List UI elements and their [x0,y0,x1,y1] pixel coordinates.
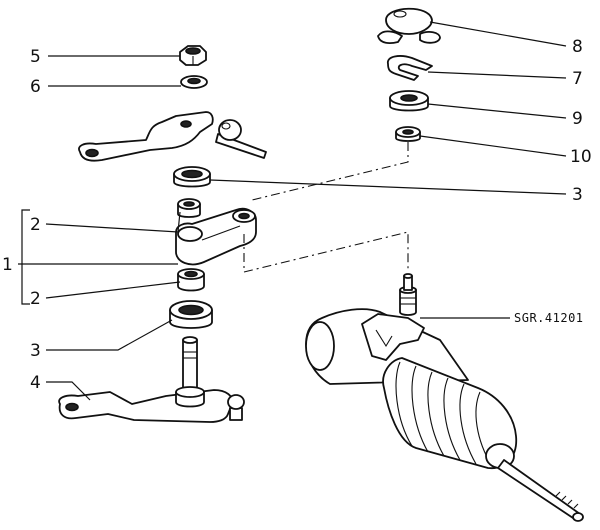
callout-2-upper: 2 [30,215,41,235]
callout-labels: 5 6 2 1 2 3 4 8 7 9 10 3 SGR.41201 [2,37,592,393]
callout-7: 7 [572,69,583,89]
callout-3-lower: 3 [30,341,41,361]
upper-shift-lever [78,111,267,162]
part-8-knob [377,7,441,44]
reference-code: SGR.41201 [514,311,584,325]
callout-4: 4 [30,373,41,393]
callout-10: 10 [570,147,592,167]
part-3-lower-bushing [169,300,213,329]
part-6-washer [180,75,208,89]
part-3-upper-bushing [173,166,211,188]
part-5-hex-nut [179,45,207,66]
callout-3-upper: 3 [572,185,583,205]
part-1-link-arm [175,207,257,266]
callout-5: 5 [30,47,41,67]
callout-1: 1 [2,255,13,275]
callout-2-lower: 2 [30,289,41,309]
leader-lines [18,21,567,401]
part-4-lower-bracket [58,336,245,423]
callout-6: 6 [30,77,41,97]
callout-9: 9 [572,109,583,129]
part-9-washer [389,90,429,112]
callout-8: 8 [572,37,583,57]
part-7-clip [387,55,433,81]
part-2-upper-bushing [177,198,201,218]
part-10-small-washer [395,126,421,142]
assembly-center-lines [243,142,409,273]
selector-rod-assembly [305,273,584,522]
part-2-lower-bushing [177,268,205,292]
